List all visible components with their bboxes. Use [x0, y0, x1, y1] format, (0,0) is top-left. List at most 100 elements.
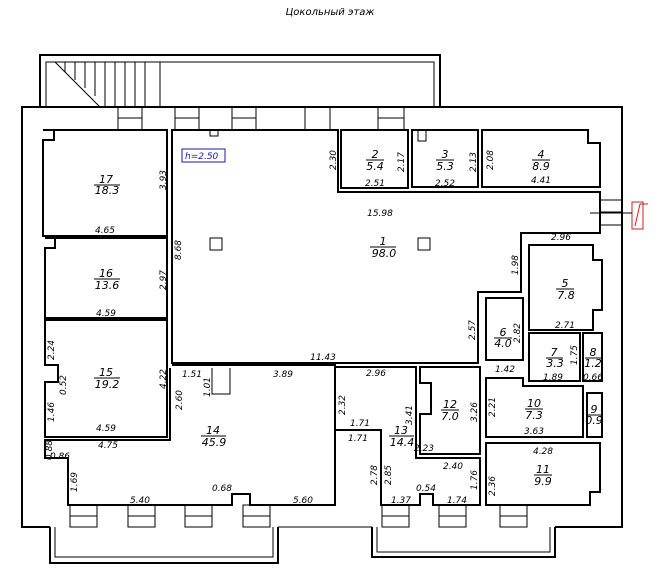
dimension: 5.60 [293, 496, 313, 506]
dimension-labels: 2.30 2.17 2.51 2.13 2.52 2.08 4.41 15.98… [45, 150, 603, 506]
dimension: 2.57 [468, 320, 478, 340]
dimension: 11.43 [310, 353, 336, 363]
svg-text:98.0: 98.0 [372, 247, 397, 260]
dimension: 2.17 [397, 152, 407, 172]
dimension: 2.30 [329, 150, 339, 170]
bottom-porch-left [49, 527, 279, 564]
svg-text:11: 11 [536, 463, 550, 476]
dimension: 1.89 [543, 373, 563, 383]
dimension: 4.59 [96, 424, 116, 434]
dimension: 2.71 [555, 321, 575, 331]
dimension: 3.93 [159, 170, 169, 190]
svg-text:1.2: 1.2 [584, 357, 602, 370]
dimension: 1.76 [470, 470, 480, 490]
dimension: 2.97 [159, 270, 169, 290]
dimension: 2.24 [47, 340, 57, 360]
svg-text:9: 9 [591, 403, 598, 416]
svg-text:1: 1 [380, 235, 387, 248]
dimension: 4.59 [96, 309, 116, 319]
room-11: 119.9 [534, 463, 552, 488]
dimension: 1.98 [511, 255, 521, 275]
outer-wall [21, 106, 623, 528]
svg-text:45.9: 45.9 [202, 436, 227, 449]
svg-text:17: 17 [99, 173, 113, 186]
dimension: 0.88 [45, 440, 55, 460]
svg-text:3.3: 3.3 [546, 357, 564, 370]
room-5: 57.8 [556, 277, 575, 302]
dimension: 0.54 [416, 484, 436, 494]
dimension: 1.71 [350, 419, 370, 429]
dimension: 2.52 [435, 179, 455, 189]
room-4: 48.9 [532, 148, 550, 173]
room-8: 81.2 [584, 346, 602, 370]
dimension: 8.68 [174, 240, 184, 260]
room-7: 73.3 [546, 346, 564, 370]
svg-text:12: 12 [443, 398, 457, 411]
svg-text:10: 10 [527, 397, 541, 410]
svg-text:15: 15 [99, 366, 113, 379]
dimension: 2.36 [488, 476, 498, 496]
svg-text:7: 7 [551, 346, 558, 359]
dimension: 2.23 [414, 444, 434, 454]
svg-text:5: 5 [562, 277, 569, 290]
room-12: 127.0 [441, 398, 459, 423]
column-icon [417, 237, 431, 251]
svg-text:7.8: 7.8 [557, 289, 575, 302]
room-3: 35.3 [436, 148, 454, 173]
entrance-marker-icon [590, 201, 648, 230]
top-porch [39, 54, 441, 108]
dimension: 2.08 [486, 150, 496, 170]
dimension: 0.86 [50, 452, 70, 462]
dimension: 3.89 [273, 370, 293, 380]
column-icon [209, 237, 223, 251]
dimension: 0.68 [212, 484, 232, 494]
plan-title: Цокольный этаж [286, 7, 375, 18]
svg-text:2: 2 [372, 148, 379, 161]
svg-text:7.3: 7.3 [525, 409, 543, 422]
dimension: 4.22 [159, 369, 169, 389]
dimension: 4.41 [531, 176, 551, 186]
dimension: 1.42 [495, 365, 515, 375]
dimension: 1.01 [203, 377, 213, 397]
dimension: 15.98 [367, 209, 393, 219]
room-10: 107.3 [525, 397, 543, 422]
svg-text:16: 16 [99, 267, 113, 280]
dimension: 2.51 [365, 179, 385, 189]
dimension: 1.69 [70, 472, 80, 492]
dimension: 2.21 [488, 397, 498, 417]
svg-text:h=2.50: h=2.50 [185, 152, 219, 162]
dimension: 1.74 [447, 496, 467, 506]
svg-text:8.9: 8.9 [532, 160, 550, 173]
room-9: 90.9 [585, 403, 603, 427]
svg-text:19.2: 19.2 [95, 378, 120, 391]
room-6: 64.0 [494, 326, 512, 350]
room-1: 198.0 [370, 235, 396, 260]
dimension: 4.75 [98, 441, 118, 451]
dimension: 3.26 [470, 402, 480, 422]
dimension: 5.40 [130, 496, 150, 506]
svg-text:4.0: 4.0 [494, 337, 512, 350]
dimension: 1.37 [391, 496, 411, 506]
dimension: 2.82 [513, 323, 523, 343]
bottom-porch-right [371, 527, 556, 558]
svg-text:14: 14 [206, 424, 220, 437]
svg-text:6: 6 [500, 326, 507, 339]
dimension: 2.13 [469, 152, 479, 172]
dimension: 4.28 [533, 447, 553, 457]
dimension: 1.46 [47, 402, 57, 422]
svg-text:5.3: 5.3 [436, 160, 454, 173]
svg-text:4: 4 [538, 148, 545, 161]
dimension: 0.52 [59, 375, 69, 395]
svg-text:18.3: 18.3 [95, 184, 120, 197]
svg-text:3: 3 [442, 148, 449, 161]
room-2: 25.4 [366, 148, 384, 173]
dimension: 2.96 [366, 369, 386, 379]
svg-text:13.6: 13.6 [95, 279, 120, 292]
svg-text:5.4: 5.4 [366, 160, 384, 173]
